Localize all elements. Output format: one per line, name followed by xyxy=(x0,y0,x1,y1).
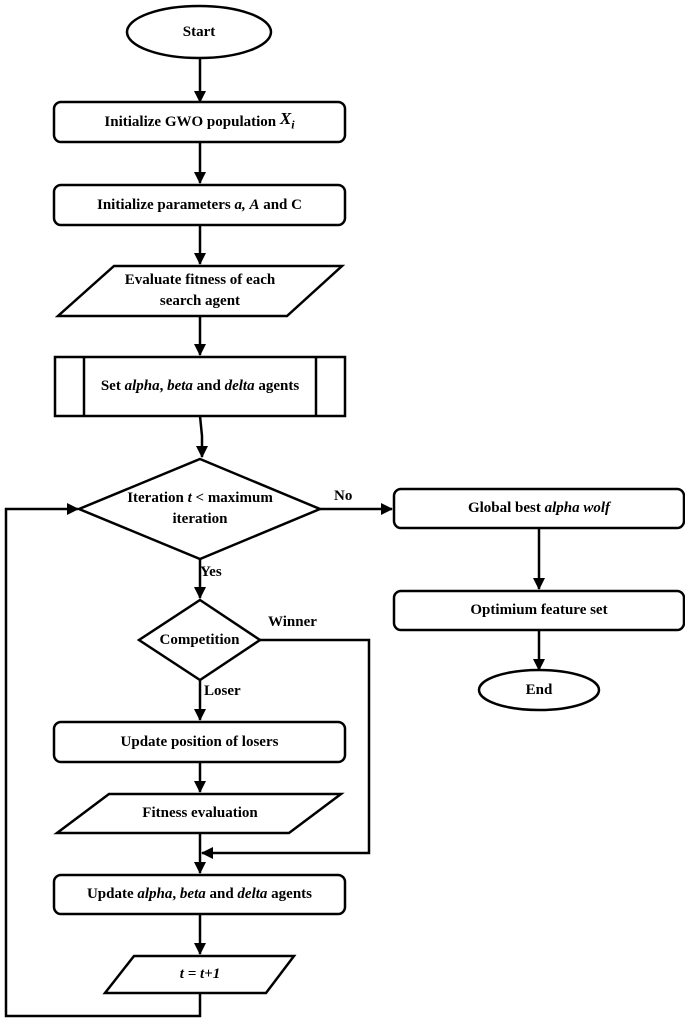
optimum-set-box xyxy=(392,589,685,632)
fitness-evaluation-label: Fitness evaluation xyxy=(142,805,258,821)
edge-set-agents-to-iteration xyxy=(196,415,208,458)
iteration-decision-diamond xyxy=(75,457,324,561)
update-agents-box xyxy=(52,873,347,916)
iteration-label: Iteration t < maximum iteration xyxy=(127,490,273,527)
edge-label-no: No xyxy=(334,488,353,504)
evaluate-fitness-parallelogram xyxy=(54,264,346,318)
start-label: Start xyxy=(182,23,216,40)
start-node xyxy=(125,4,273,60)
set-agents-process-box xyxy=(53,355,347,418)
edge-loop-back xyxy=(4,503,202,1018)
increment-parallelogram xyxy=(102,954,297,995)
init-params-label: Initialize parameters a, A and C xyxy=(96,196,302,213)
edge-label-yes: Yes xyxy=(200,564,222,580)
edge-competition-winner xyxy=(201,638,371,859)
global-best-label: Global best alpha wolf xyxy=(467,500,611,516)
init-params-box xyxy=(52,183,347,227)
update-losers-label: Update position of losers xyxy=(120,733,279,750)
edge-label-loser: Loser xyxy=(204,683,241,699)
population-variable: Xi xyxy=(279,109,295,132)
competition-label: Competition xyxy=(159,631,240,648)
end-node xyxy=(477,668,601,712)
set-agents-label: Set alpha, beta and delta agents xyxy=(100,378,300,394)
increment-label: t = t+1 xyxy=(179,966,221,982)
update-agents-label: Update alpha, beta and delta agents xyxy=(86,886,313,902)
competition-decision-diamond xyxy=(136,598,263,682)
end-label: End xyxy=(525,681,553,698)
init-population-label: Initialize GWO population Xi xyxy=(54,102,345,142)
edge-label-winner: Winner xyxy=(268,614,317,630)
update-losers-box xyxy=(52,720,347,764)
evaluate-fitness-label: Evaluate fitness of each search agent xyxy=(124,272,276,309)
global-best-box xyxy=(392,487,685,530)
fitness-evaluation-parallelogram xyxy=(53,792,345,835)
init-population-box xyxy=(52,100,347,144)
optimum-set-label: Optimium feature set xyxy=(470,602,608,618)
